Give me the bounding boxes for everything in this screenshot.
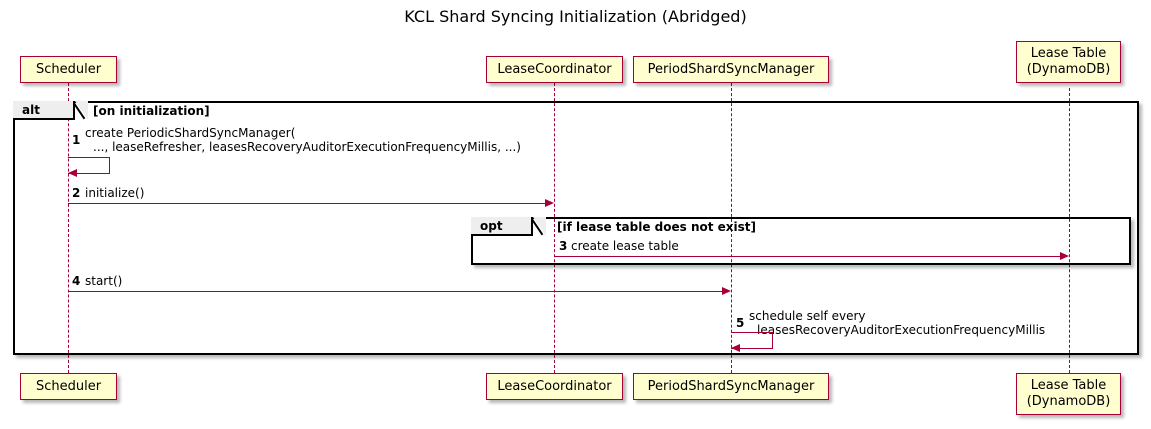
- fragment-operator-label: alt: [22, 102, 40, 117]
- participant-label: LeaseCoordinator: [497, 61, 612, 77]
- fragment-alt-guard: [on initialization]: [93, 104, 210, 118]
- fragment-opt-guard: [if lease table does not exist]: [557, 220, 757, 234]
- fragment-alt-tab-notch: [75, 101, 88, 120]
- participant-label-line2: (DynamoDB): [1026, 62, 1111, 77]
- fragment-opt-tab-notch: [533, 217, 546, 236]
- participant-label: PeriodShardSyncManager: [647, 378, 815, 394]
- lifeline-scheduler: [68, 83, 69, 373]
- fragment-opt-tab-notch-edge: [532, 216, 547, 237]
- lifeline-period-shard-sync-manager: [731, 83, 732, 373]
- message-1-number: 1: [72, 133, 81, 147]
- fragment-alt: [13, 101, 1139, 355]
- message-3-label: create lease table: [571, 239, 679, 253]
- fragment-operator-label: opt: [480, 218, 503, 233]
- message-2-label: initialize(): [85, 186, 145, 200]
- participant-label: LeaseCoordinator: [497, 378, 612, 394]
- participant-lease-coordinator-top[interactable]: LeaseCoordinator: [486, 56, 623, 83]
- participant-period-shard-sync-manager-top[interactable]: PeriodShardSyncManager: [633, 56, 829, 83]
- message-5-label-line1: schedule self every: [749, 309, 866, 323]
- message-5-number: 5: [736, 316, 745, 330]
- participant-lease-table-top[interactable]: Lease Table (DynamoDB): [1016, 41, 1121, 83]
- message-1-arrow-head: [68, 169, 77, 177]
- message-2-arrow-head: [545, 199, 554, 207]
- message-1-label-line1: create PeriodicShardSyncManager(: [85, 126, 296, 140]
- lifeline-lease-table: [1069, 88, 1070, 373]
- participant-label-line1: Lease Table: [1030, 378, 1107, 393]
- participant-label-line1: Lease Table: [1030, 46, 1107, 61]
- fragment-opt-operator-tab: opt: [471, 217, 533, 236]
- message-4-number: 4: [72, 274, 81, 288]
- participant-scheduler-bottom[interactable]: Scheduler: [20, 373, 117, 400]
- fragment-alt-tab-notch-edge: [74, 100, 89, 121]
- fragment-alt-operator-tab: alt: [13, 101, 75, 120]
- participant-lease-coordinator-bottom[interactable]: LeaseCoordinator: [486, 373, 623, 400]
- participant-label: PeriodShardSyncManager: [647, 61, 815, 77]
- participant-lease-table-bottom[interactable]: Lease Table (DynamoDB): [1016, 373, 1121, 415]
- participant-label-line2: (DynamoDB): [1026, 394, 1111, 409]
- message-2-number: 2: [72, 186, 81, 200]
- participant-label: Scheduler: [35, 61, 102, 77]
- message-4-line: [68, 291, 728, 292]
- fragment-opt: [471, 217, 1131, 265]
- message-4-label: start(): [85, 274, 123, 288]
- lifeline-lease-coordinator: [554, 83, 555, 373]
- participant-period-shard-sync-manager-bottom[interactable]: PeriodShardSyncManager: [633, 373, 829, 400]
- message-3-number: 3: [559, 239, 568, 253]
- message-5-label-line2: leasesRecoveryAuditorExecutionFrequencyM…: [757, 323, 1046, 337]
- diagram-title: KCL Shard Syncing Initialization (Abridg…: [404, 7, 747, 26]
- message-5-self-loop: [731, 332, 773, 349]
- participant-label: Scheduler: [35, 378, 102, 394]
- message-3-arrow-head: [1060, 252, 1069, 260]
- message-2-line: [68, 203, 551, 204]
- message-5-arrow-head: [731, 344, 740, 352]
- message-3-line: [554, 256, 1060, 257]
- message-1-label-line2: ..., leaseRefresher, leasesRecoveryAudit…: [93, 140, 521, 154]
- message-1-self-loop: [68, 157, 110, 174]
- message-4-arrow-head: [722, 287, 731, 295]
- participant-scheduler-top[interactable]: Scheduler: [20, 56, 117, 83]
